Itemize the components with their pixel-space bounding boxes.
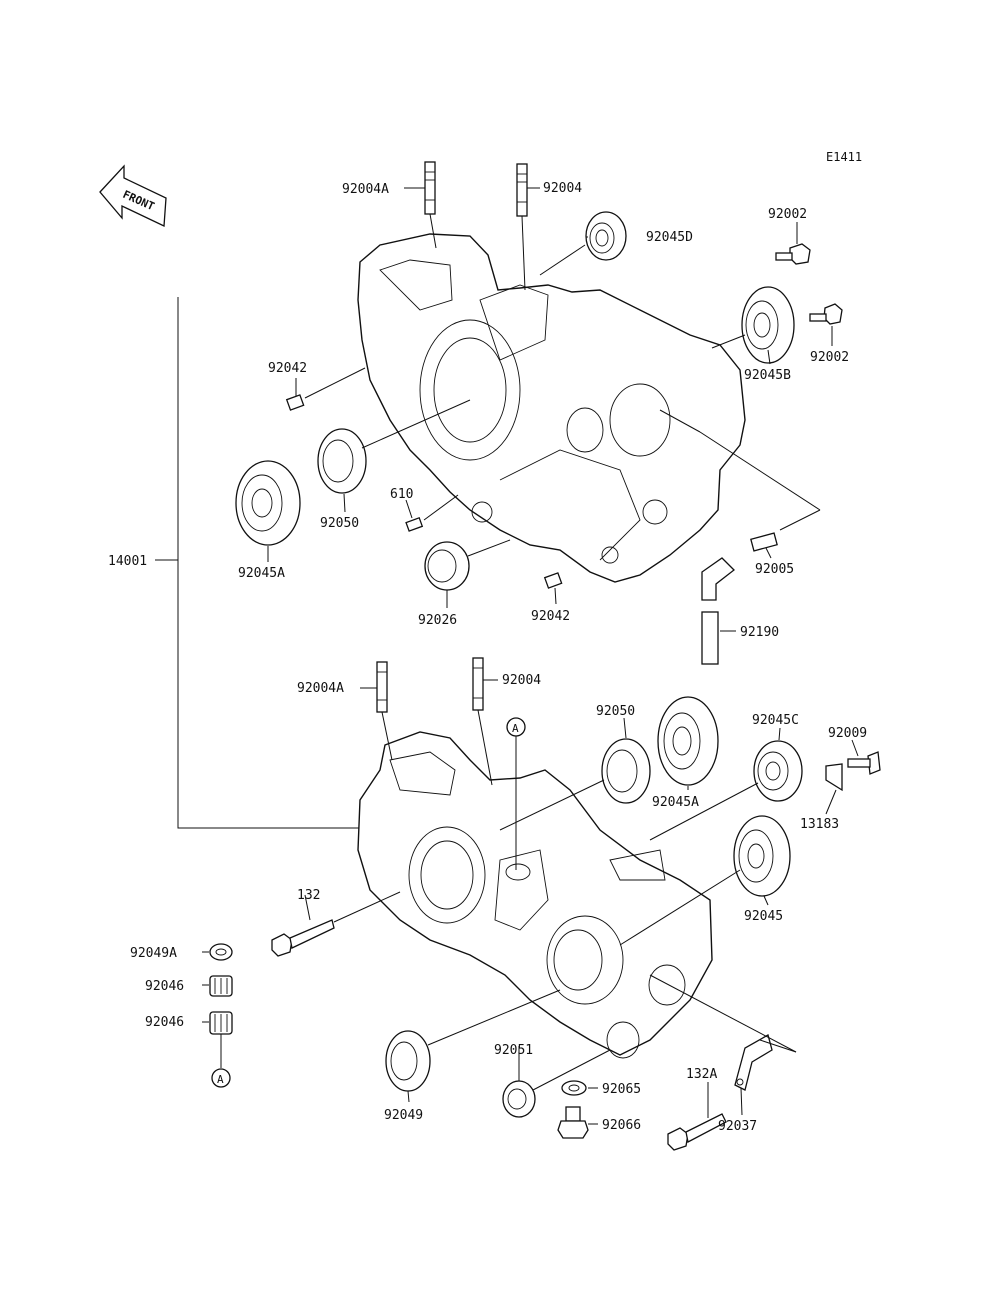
fitting-92005: [659, 409, 821, 552]
leader-lines: [202, 187, 859, 1125]
crankcase-set-bracket: [155, 297, 360, 829]
label-92004A-upper: 92004A: [342, 182, 389, 197]
dowel-92042-upper: [285, 367, 366, 411]
bolt-92002-right: [809, 303, 843, 325]
label-92009: 92009: [828, 726, 867, 741]
label-92042-upper: 92042: [268, 361, 307, 376]
stud-92004-lower: [472, 657, 493, 786]
label-92046-a: 92046: [145, 979, 184, 994]
seal-92050-lower: [499, 738, 651, 831]
bushing-92026: [424, 539, 511, 591]
ref-marker-a-bottom: A: [211, 1068, 231, 1088]
part-labels: 92004A 92004 92045D 92002 92002 92045B 9…: [108, 181, 867, 1134]
stud-92004A-lower: [376, 661, 393, 761]
label-92002-top: 92002: [768, 207, 807, 222]
label-92045D: 92045D: [646, 230, 693, 245]
label-92042-lower: 92042: [531, 609, 570, 624]
bearing-92045A-upper: [235, 460, 301, 546]
diagram-code: E1411: [826, 150, 862, 164]
screw-92009: [847, 751, 881, 775]
label-92045A-upper: 92045A: [238, 566, 285, 581]
washer-92049A: [209, 943, 233, 961]
label-92049A: 92049A: [130, 946, 177, 961]
label-92065: 92065: [602, 1082, 641, 1097]
label-92045A-lower: 92045A: [652, 795, 699, 810]
label-92037: 92037: [718, 1119, 757, 1134]
stud-92004-upper: [516, 163, 528, 291]
lower-crankcase-half: [357, 731, 713, 1059]
upper-crankcase-half: [357, 233, 746, 583]
label-92050-upper: 92050: [320, 516, 359, 531]
bolt-92002-top: [775, 243, 811, 265]
label-92045B: 92045B: [744, 368, 791, 383]
label-92004-lower: 92004: [502, 673, 541, 688]
label-92004A-lower: 92004A: [297, 681, 344, 696]
bolt-132A: [667, 1113, 727, 1151]
bearing-92045D: [539, 211, 627, 276]
bearing-92045B: [711, 286, 795, 364]
label-92002-right: 92002: [810, 350, 849, 365]
bolt-132: [271, 891, 401, 957]
ref-marker-a-bottom-label: A: [217, 1073, 224, 1086]
washer-92065: [561, 1080, 587, 1096]
dowel-92042-lower: [543, 572, 563, 589]
label-92005: 92005: [755, 562, 794, 577]
label-610: 610: [390, 487, 413, 502]
label-92046-b: 92046: [145, 1015, 184, 1030]
label-92190: 92190: [740, 625, 779, 640]
bearing-92045C: [649, 740, 803, 841]
seal-92050-upper: [317, 399, 471, 494]
seal-92049: [385, 989, 561, 1092]
clamp-92037: [649, 974, 797, 1091]
plate-13183: [825, 763, 843, 792]
label-14001: 14001: [108, 554, 147, 569]
label-92004-upper: 92004: [543, 181, 582, 196]
label-132A: 132A: [686, 1067, 717, 1082]
bearing-92046-a: [209, 975, 233, 997]
label-92050-lower: 92050: [596, 704, 635, 719]
bearing-92046-b: [209, 1011, 233, 1068]
label-13183: 13183: [800, 817, 839, 832]
plug-92066: [557, 1106, 589, 1139]
label-92045: 92045: [744, 909, 783, 924]
label-92051: 92051: [494, 1043, 533, 1058]
pin-610: [405, 494, 459, 532]
ref-marker-a-top-label: A: [512, 722, 519, 735]
hose-92190: [701, 557, 735, 665]
label-92026: 92026: [418, 613, 457, 628]
bearing-92045A-lower: [657, 696, 719, 786]
label-92066: 92066: [602, 1118, 641, 1133]
bearing-92045: [619, 815, 791, 946]
label-92045C: 92045C: [752, 713, 799, 728]
ref-marker-a-top: A: [506, 717, 526, 870]
label-92049: 92049: [384, 1108, 423, 1123]
front-arrow-icon: FRONT: [99, 164, 167, 227]
label-132: 132: [297, 888, 320, 903]
